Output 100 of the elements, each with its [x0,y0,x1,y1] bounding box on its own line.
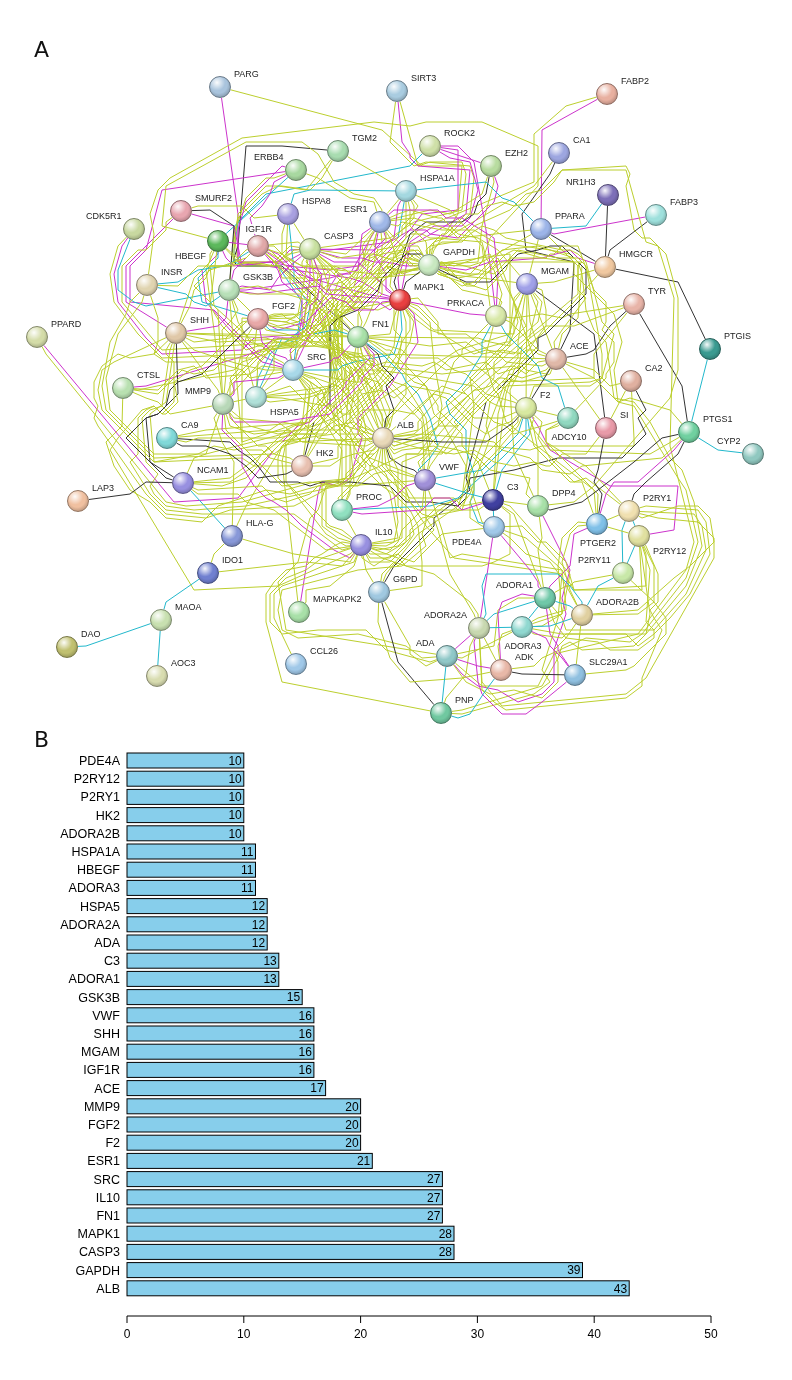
connector-line [264,376,285,391]
node-label: ADORA2B [595,597,640,607]
connector-line [435,482,483,498]
tick-label: 30 [470,1327,485,1341]
connector-line [109,236,391,359]
node-label: FN1 [371,319,390,329]
connector-line [305,259,335,457]
connector-line [133,258,323,388]
category-label: SRC [93,1172,120,1187]
value-label: 16 [298,1008,312,1023]
connector-line [233,159,332,263]
connector-line [213,412,235,526]
value-label: 10 [228,772,242,786]
value-label: 17 [310,1081,324,1096]
connector-line [503,530,563,627]
panel-letter: B [34,728,50,752]
connector-line [368,339,517,404]
category-label: P2RY1 [80,790,120,805]
connector-line [229,232,383,397]
connector-line [500,325,566,408]
connector-line [403,271,421,291]
connector-line [43,345,371,503]
connector-line [440,145,496,306]
connector-line [500,534,540,589]
value-label: 27 [427,1172,441,1187]
node-label: ADCY10 [550,432,588,442]
connector-line [191,205,278,219]
connector-line [533,414,621,505]
connector-line [239,285,390,300]
connector-line [548,546,655,651]
connector-line [393,433,682,475]
connector-line [320,200,402,251]
connector-line [382,287,547,583]
connector-line [357,230,399,327]
connector-line [352,482,415,510]
connector-line [697,437,743,454]
connector-line [225,248,352,330]
node-label: P2RY1 [642,493,673,503]
connector-line [453,623,577,699]
connector-line [586,577,614,606]
connector-line [386,229,420,261]
connector-line [265,325,348,335]
connector-line [239,265,421,295]
connector-line [371,292,522,547]
connector-line [509,292,539,497]
connector-line [531,416,679,535]
category-label: FGF2 [88,1118,120,1132]
node-label: F2 [539,390,552,400]
connector-line [387,209,499,306]
connector-line [371,249,603,551]
connector-line [377,448,423,591]
category-label: CASP3 [79,1245,120,1260]
connector-line [410,301,486,316]
value-label: 13 [263,954,277,968]
connector-line [178,249,213,323]
node-label: P2RY11 [577,555,612,565]
connector-line [536,410,558,416]
node-label: PROC [355,492,383,502]
connector-line [429,169,695,687]
category-label: HSPA1A [71,845,120,859]
connector-line [506,305,624,319]
connector-line [197,251,248,317]
node-label: SIRT3 [410,73,438,83]
category-label: MMP9 [83,1099,120,1114]
connector-line [428,489,643,591]
connector-line [268,319,431,471]
connector-line [269,548,438,663]
connector-line [210,543,225,563]
connector-line [290,189,396,204]
connector-line [129,342,351,551]
connector-line [393,415,520,443]
category-label: ADORA2A [60,917,120,932]
node-label: CYP2 [716,436,742,446]
connector-line [384,601,438,667]
connector-line [265,347,359,403]
connector-line [225,176,289,235]
connector-line [266,231,387,271]
connector-line [307,344,379,458]
connector-line [177,421,375,443]
connector-line [229,300,373,443]
connector-line [133,249,420,391]
connector-line [149,308,403,463]
node-label: IGF1R [244,224,273,234]
connector-line [497,593,535,660]
connector-line [631,441,685,501]
connector-line [256,257,331,387]
connector-line [268,245,355,328]
connector-line [249,174,287,236]
connector-line [256,224,311,387]
connector-line [486,600,535,621]
connector-line [230,89,463,256]
connector-line [429,225,615,399]
value-label: 10 [228,826,242,841]
connector-line [457,631,513,659]
node-label: CA9 [180,420,200,430]
connector-line [313,199,419,541]
connector-line [157,630,161,666]
connector-line [193,267,419,483]
connector-line [425,165,679,506]
connector-line [389,201,407,292]
